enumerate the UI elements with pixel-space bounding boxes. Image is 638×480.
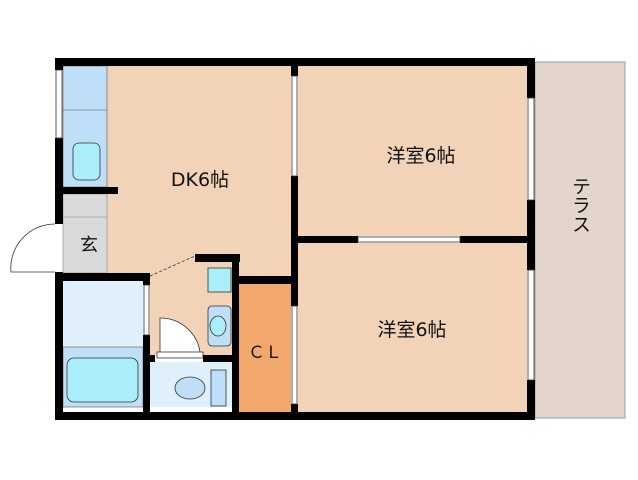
bathtub-icon <box>66 357 139 403</box>
terrace <box>534 61 626 419</box>
room-label-western-upper: 洋室6帖 <box>386 145 455 167</box>
western-room-lower <box>298 243 527 412</box>
room-label-terrace: テラス <box>569 177 591 234</box>
western-room-upper <box>298 66 527 236</box>
windows <box>55 69 535 405</box>
washing-machine-icon <box>207 267 232 293</box>
closet <box>239 284 291 412</box>
entrance-door <box>10 223 56 273</box>
room-label-entrance: 玄 <box>80 235 98 256</box>
room-label-dk: DK6帖 <box>171 169 229 191</box>
toilet-door <box>159 317 201 356</box>
toilet-icon <box>174 376 206 400</box>
entrance <box>62 193 108 274</box>
walls <box>55 58 535 420</box>
sink-icon <box>72 142 101 181</box>
room-label-western-lower: 洋室6帖 <box>377 319 446 341</box>
room-label-closet: ＣＬ <box>248 343 282 363</box>
